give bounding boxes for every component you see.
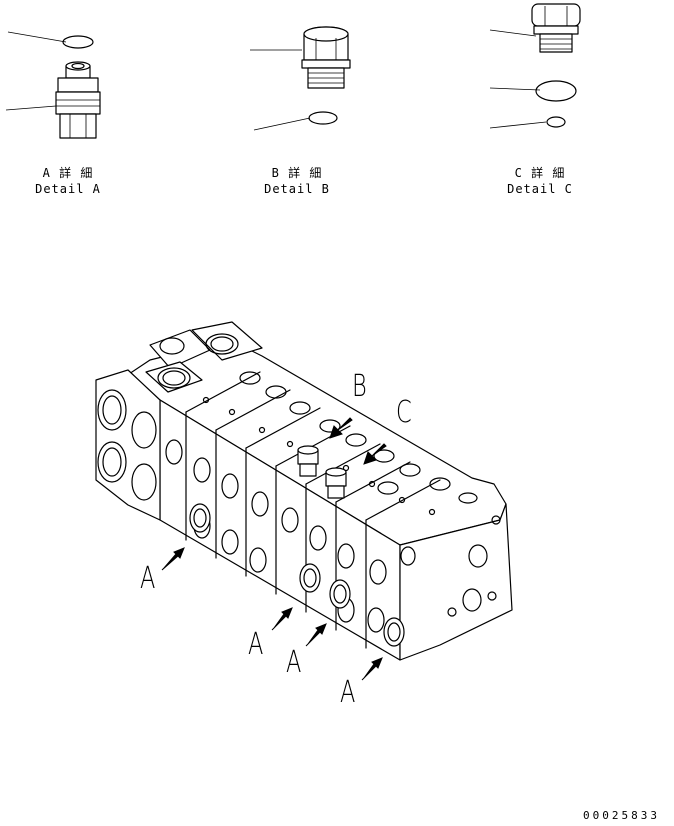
- arrow-a4: [361, 657, 383, 681]
- plug-c: [531, 3, 581, 53]
- left-cover-ports: [97, 389, 157, 501]
- front-face-ports: [165, 439, 387, 633]
- o-ring-b: [308, 111, 338, 125]
- callout-label-a1: A: [140, 561, 156, 596]
- installed-plug-c: [325, 467, 347, 499]
- leader-line-c-plug: [489, 29, 537, 37]
- front-relief-valves: [189, 503, 405, 647]
- detail-b-caption-en: Detail B: [264, 182, 330, 196]
- control-valve-assembly: [95, 321, 513, 661]
- callout-arrows: [161, 417, 387, 681]
- detail-a-group: [5, 31, 101, 139]
- o-ring-c-small: [546, 116, 566, 128]
- plug-b: [301, 26, 351, 89]
- leader-line-a-oring: [7, 31, 67, 43]
- arrow-b: [329, 417, 353, 439]
- leader-line-b-oring: [253, 117, 311, 131]
- detail-a-caption-en: Detail A: [35, 182, 101, 196]
- arrow-a1: [161, 547, 185, 571]
- installed-plug-b: [297, 445, 319, 477]
- o-ring-a: [62, 35, 94, 49]
- callout-label-c: C: [396, 395, 412, 430]
- callout-label-a4: A: [340, 675, 356, 710]
- top-flange-ports: [145, 321, 263, 393]
- detail-a-caption-jp: A 詳 細: [42, 166, 94, 180]
- top-holes: [202, 371, 478, 516]
- drawing-number: 00025833: [583, 809, 660, 822]
- detail-c-caption-en: Detail C: [507, 182, 573, 196]
- arrow-a3: [305, 623, 327, 647]
- leader-line-c-oring-small: [489, 121, 547, 129]
- callout-label-a3: A: [286, 645, 302, 680]
- o-ring-c-large: [535, 80, 577, 102]
- detail-b-caption-jp: B 詳 細: [271, 166, 323, 180]
- arrow-a2: [271, 607, 293, 631]
- arrow-c: [363, 443, 387, 465]
- detail-c-caption-jp: C 詳 細: [514, 166, 566, 180]
- end-face-ports: [400, 515, 501, 617]
- leader-line-c-oring-large: [489, 87, 541, 91]
- relief-valve-a: [55, 61, 101, 139]
- detail-b-group: [250, 26, 351, 131]
- callout-label-a2: A: [248, 627, 264, 662]
- detail-c-group: [489, 3, 581, 129]
- callout-label-b: B: [352, 369, 367, 404]
- leader-line-a-plug: [5, 105, 57, 111]
